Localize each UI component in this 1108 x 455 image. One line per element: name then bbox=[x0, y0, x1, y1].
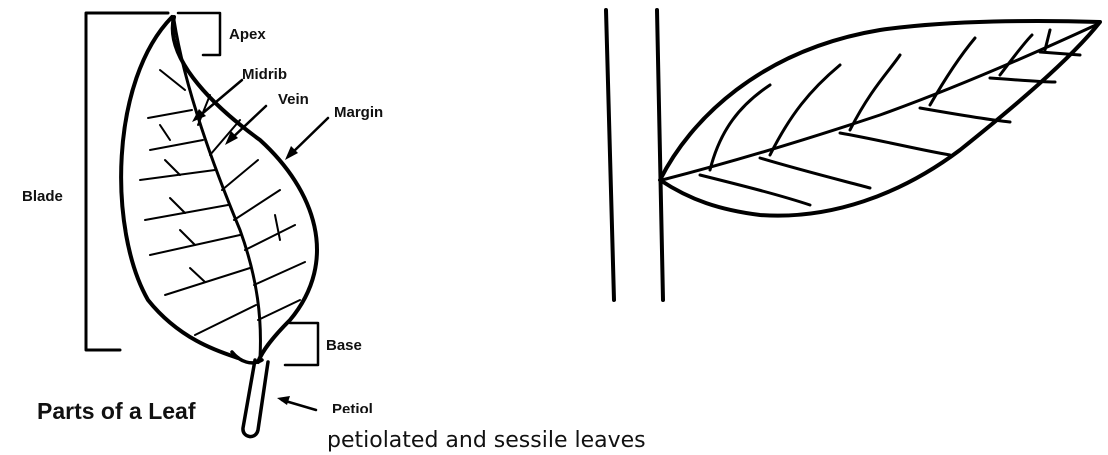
label-apex: Apex bbox=[229, 26, 266, 43]
figure-title: Parts of a Leaf bbox=[37, 398, 196, 424]
sessile-leaf-outline bbox=[660, 21, 1100, 216]
label-midrib: Midrib bbox=[242, 66, 287, 83]
leaf-base-curl bbox=[232, 352, 262, 363]
sessile-leaf-midrib bbox=[662, 24, 1098, 180]
leaf-blade-outline bbox=[121, 17, 317, 362]
label-vein: Vein bbox=[278, 91, 309, 108]
stem-right-edge bbox=[657, 10, 663, 300]
blade-bracket bbox=[86, 13, 168, 350]
label-base: Base bbox=[326, 337, 362, 354]
base-bracket bbox=[285, 323, 318, 365]
petiole bbox=[243, 360, 268, 437]
figure-caption: petiolated and sessile leaves bbox=[327, 428, 646, 453]
label-blade: Blade bbox=[22, 188, 63, 205]
parts-of-leaf-figure: Apex Midrib Vein Margin Blade Base Parts… bbox=[22, 13, 383, 437]
apex-bracket bbox=[178, 13, 220, 55]
label-margin: Margin bbox=[334, 104, 383, 121]
sessile-leaf-figure bbox=[606, 10, 1100, 300]
stem-left-edge bbox=[606, 10, 614, 300]
